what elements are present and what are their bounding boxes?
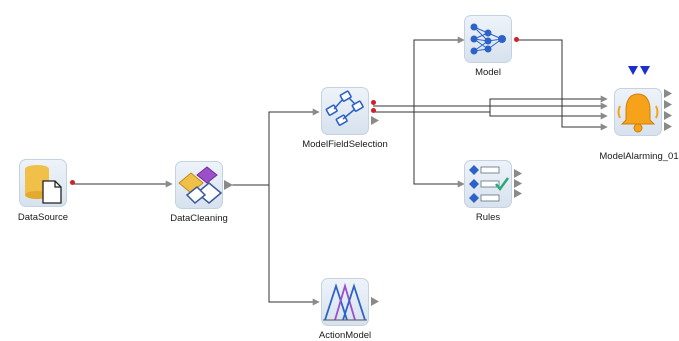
- port-out-rules-2[interactable]: [514, 179, 522, 188]
- port-out-modelalarming-1[interactable]: [664, 89, 672, 98]
- port-out-modelalarming-3[interactable]: [664, 111, 672, 120]
- connections: [73, 36, 608, 306]
- triangle-peaks-icon: [323, 282, 367, 321]
- database-document-icon: [25, 165, 62, 204]
- bell-icon: [617, 93, 659, 133]
- node-label-actionmodel: ActionModel: [318, 330, 372, 341]
- port-out-modelfieldselection-3[interactable]: [371, 116, 379, 125]
- port-out-modelfieldselection-1[interactable]: [371, 100, 376, 105]
- port-out-datasource[interactable]: [70, 180, 75, 185]
- port-out-modelalarming-2[interactable]: [664, 100, 672, 109]
- port-out-model[interactable]: [514, 37, 519, 42]
- port-out-rules-1[interactable]: [514, 169, 522, 178]
- node-datasource[interactable]: [19, 159, 75, 207]
- edge-model-to-alarming[interactable]: [516, 39, 608, 131]
- node-label-rules: Rules: [475, 212, 501, 223]
- edge-datacleaning-to-actionmodel[interactable]: [268, 185, 320, 306]
- node-label-datasource: DataSource: [17, 212, 69, 223]
- node-modelfieldselection[interactable]: [321, 87, 379, 135]
- node-label-modelalarming: ModelAlarming_01: [599, 151, 679, 162]
- port-out-datacleaning[interactable]: [224, 180, 233, 190]
- port-out-modelalarming-4[interactable]: [664, 122, 672, 131]
- neural-network-icon: [470, 23, 506, 55]
- node-label-model: Model: [475, 67, 501, 78]
- node-actionmodel[interactable]: [321, 278, 379, 326]
- port-out-actionmodel[interactable]: [371, 297, 379, 306]
- port-out-rules-3[interactable]: [514, 189, 522, 198]
- edge-modelfieldselection-to-rules[interactable]: [413, 106, 465, 188]
- field-selection-icon: [325, 90, 364, 126]
- alarm-indicator-icon: [628, 66, 650, 75]
- edge-modelfieldselection-to-alarming-2[interactable]: [373, 95, 608, 113]
- port-out-modelfieldselection-2[interactable]: [371, 108, 376, 113]
- edge-datacleaning-to-modelfieldselection[interactable]: [232, 108, 320, 186]
- node-datacleaning[interactable]: [175, 161, 233, 209]
- node-modelalarming[interactable]: [614, 66, 672, 136]
- node-label-datacleaning: DataCleaning: [170, 213, 228, 224]
- edge-modelfieldselection-to-alarming-3[interactable]: [489, 112, 608, 120]
- node-label-modelfieldselection: ModelFieldSelection: [302, 139, 388, 150]
- node-rules[interactable]: [464, 160, 522, 208]
- cube-cleaning-icon: [178, 166, 223, 205]
- node-model[interactable]: [464, 15, 519, 63]
- edge-modelfieldselection-to-model[interactable]: [373, 36, 465, 107]
- rules-list-icon: [469, 165, 510, 203]
